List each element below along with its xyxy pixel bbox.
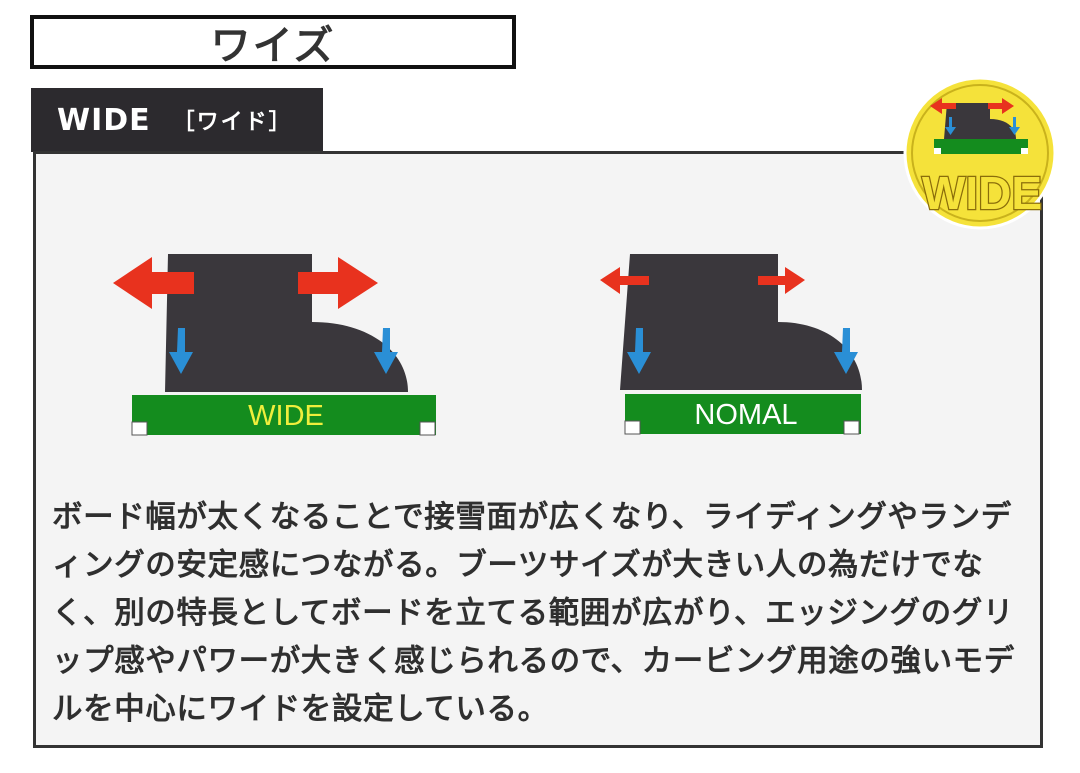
nomal-right-expand-arrow <box>758 267 805 294</box>
wide-board-left-edge-marker <box>131 421 148 436</box>
nomal-diagram: NOMAL <box>600 254 862 435</box>
nomal-boot-shape <box>620 254 862 390</box>
nomal-board <box>625 394 861 434</box>
nomal-board-label: NOMAL <box>694 399 797 431</box>
wide-right-expand-arrow <box>298 257 378 309</box>
wide-diagram: WIDE <box>113 254 436 436</box>
badge-left-down-arrow <box>945 117 956 135</box>
wide-boot-shape <box>165 254 408 392</box>
nomal-right-pressure-arrow <box>834 328 858 374</box>
wide-right-pressure-arrow <box>374 328 398 374</box>
badge-right-down-arrow <box>1009 117 1020 135</box>
badge-boot-shape <box>944 103 1016 139</box>
description-text: ボード幅が太くなることで接雪面が広くなり、ライディングやランディングの安定感につ… <box>52 500 1015 727</box>
content-panel <box>33 151 1043 748</box>
wide-board-label: WIDE <box>248 400 324 432</box>
nomal-board-right-edge-marker <box>843 420 860 435</box>
badge-label: WIDE <box>922 167 1042 219</box>
nomal-board-left-edge-marker <box>624 420 641 435</box>
wide-board <box>132 395 436 435</box>
tab-main-label: WIDE <box>57 102 151 138</box>
badge-right-arrow <box>988 98 1014 114</box>
nomal-left-pressure-arrow <box>627 328 651 374</box>
wide-left-expand-arrow <box>113 257 194 309</box>
section-title-box: ワイズ <box>30 15 516 69</box>
wide-left-pressure-arrow <box>169 328 193 374</box>
section-title: ワイズ <box>210 23 336 69</box>
wide-badge: WIDE <box>903 76 1057 230</box>
nomal-left-expand-arrow <box>600 267 649 294</box>
tab-sub-label: ［ワイド］ <box>172 110 293 135</box>
wide-tab: WIDE ［ワイド］ <box>31 88 323 152</box>
wide-board-right-edge-marker <box>419 421 436 436</box>
badge-left-arrow <box>930 98 956 114</box>
badge-board <box>934 139 1028 154</box>
